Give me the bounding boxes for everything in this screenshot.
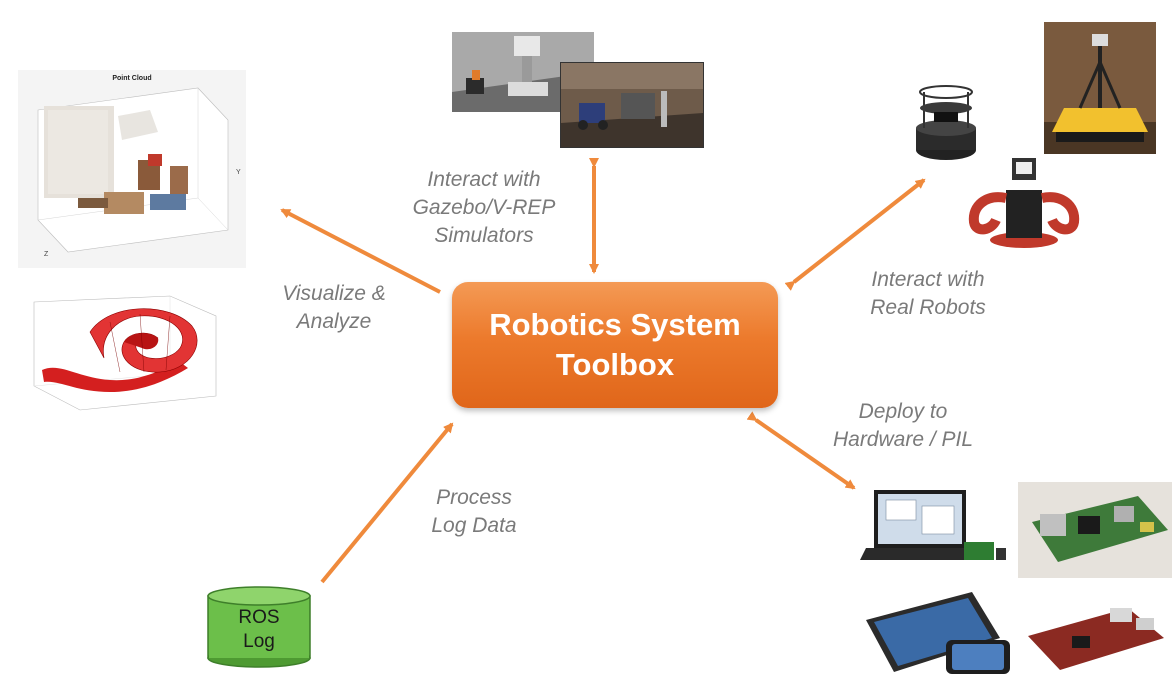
arrow-hardware bbox=[746, 411, 856, 490]
raspberry-pi-photo bbox=[1018, 482, 1172, 578]
beagleboard-graphic bbox=[1028, 608, 1164, 670]
turtlebot-graphic bbox=[916, 85, 976, 160]
point-cloud-title: Point Cloud bbox=[112, 75, 151, 82]
label-hardware-line1: Deploy to bbox=[858, 400, 948, 423]
tablet-phone-photo bbox=[862, 586, 1014, 680]
point-cloud-graphic: Point Cloud Z Y bbox=[37, 75, 241, 258]
tablet-phone-graphic bbox=[866, 592, 1010, 674]
point-cloud-y-axis: Y bbox=[236, 169, 241, 176]
label-simulators: Interact with Gazebo/V-REP Simulators bbox=[396, 166, 572, 250]
ros-log-line2: Log bbox=[243, 631, 275, 652]
gazebo-scene-graphic bbox=[561, 63, 703, 147]
surface-plot bbox=[20, 292, 222, 432]
laptop-graphic bbox=[860, 490, 1006, 560]
ros-log-label: ROS Log bbox=[206, 606, 312, 654]
label-visualize-line2: Analyze bbox=[296, 310, 372, 333]
ros-log-cylinder bbox=[207, 586, 311, 668]
hub-title-line1: Robotics System bbox=[489, 307, 741, 342]
label-simulators-line1: Interact with bbox=[427, 168, 541, 191]
label-hardware: Deploy to Hardware / PIL bbox=[808, 398, 998, 454]
label-log-data: Process Log Data bbox=[404, 484, 544, 540]
label-hardware-line2: Hardware / PIL bbox=[832, 428, 974, 451]
point-cloud-z-axis: Z bbox=[44, 251, 49, 258]
label-real-robots-line1: Interact with bbox=[871, 268, 985, 291]
label-real-robots: Interact with Real Robots bbox=[848, 266, 1008, 322]
simulator-screenshot-2 bbox=[560, 62, 704, 148]
rover-robot-photo bbox=[1044, 22, 1156, 154]
arrow-log-data bbox=[320, 422, 454, 584]
label-visualize-line1: Visualize & bbox=[282, 282, 386, 305]
label-log-data-line1: Process bbox=[436, 486, 512, 509]
arrow-visualize bbox=[280, 208, 441, 294]
turtlebot-photo bbox=[906, 72, 986, 164]
beagleboard-photo bbox=[1018, 586, 1172, 680]
raspberry-pi-graphic bbox=[1032, 496, 1168, 562]
label-simulators-line2: Gazebo/V-REP bbox=[412, 196, 556, 219]
label-log-data-line2: Log Data bbox=[431, 514, 517, 537]
hub-title-line2: Toolbox bbox=[555, 347, 675, 382]
baxter-robot-photo bbox=[966, 150, 1082, 254]
laptop-board-photo bbox=[860, 482, 1012, 578]
robotics-system-toolbox-box: Robotics System Toolbox bbox=[452, 282, 778, 408]
arrow-real-robots bbox=[784, 178, 926, 291]
label-simulators-line3: Simulators bbox=[434, 224, 534, 247]
rover-robot-graphic bbox=[1044, 22, 1156, 154]
baxter-robot-graphic bbox=[968, 158, 1080, 248]
surface-plot-graphic bbox=[33, 295, 217, 411]
label-visualize: Visualize & Analyze bbox=[264, 280, 404, 336]
point-cloud-plot: Point Cloud Z Y bbox=[18, 70, 246, 268]
label-real-robots-line2: Real Robots bbox=[870, 296, 986, 319]
ros-log-line1: ROS bbox=[238, 607, 280, 628]
